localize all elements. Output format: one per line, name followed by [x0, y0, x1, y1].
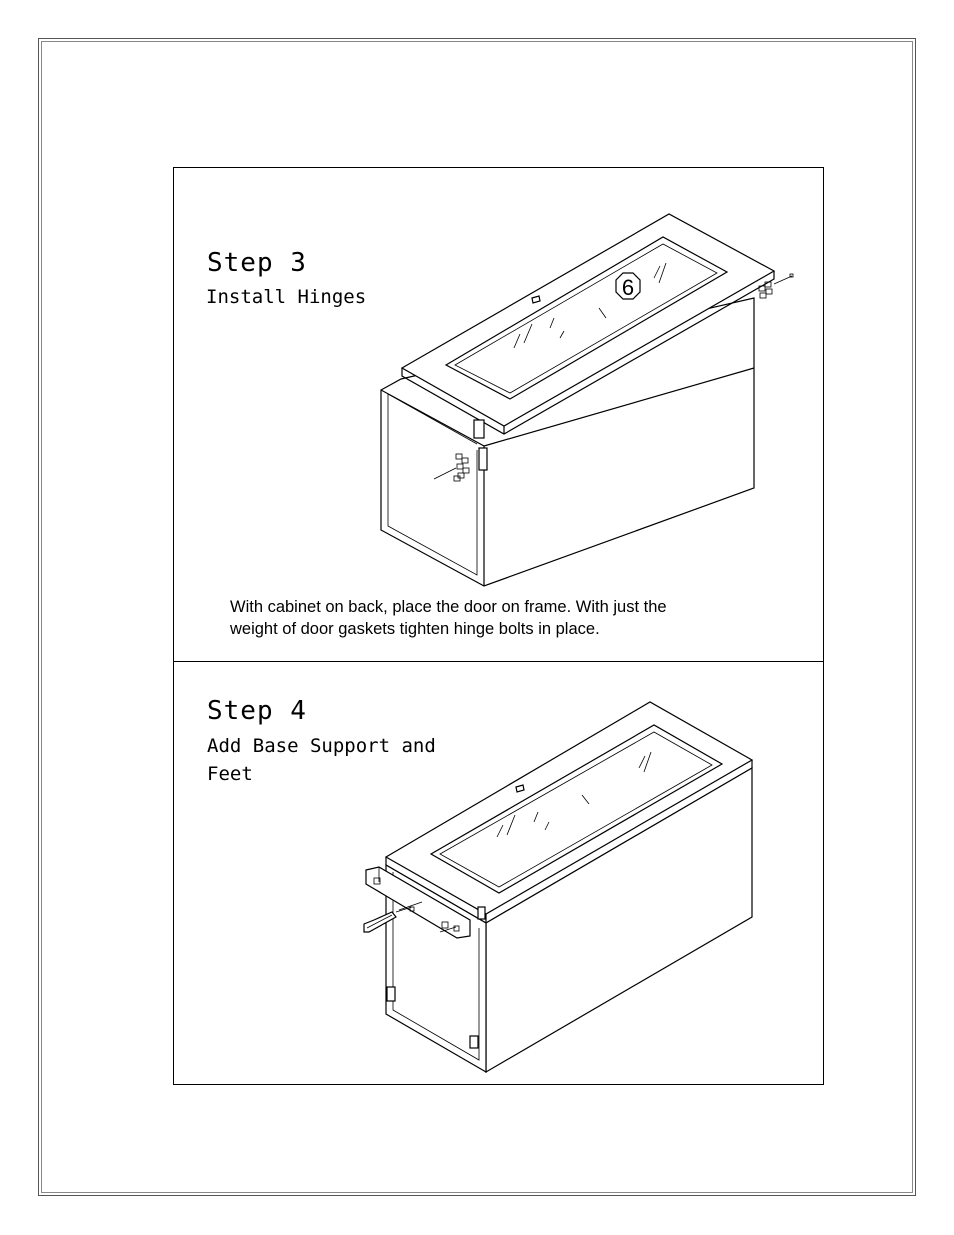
base-bolts: [398, 901, 457, 933]
callout-6-number: 6: [622, 275, 634, 300]
step-4-illustration: [363, 701, 754, 1074]
top-handle: [515, 784, 525, 793]
lower-bracket-right: [469, 1035, 479, 1049]
callout-6-badge: [615, 272, 641, 300]
door-glass: [444, 236, 729, 400]
step-3-illustration: 6: [380, 213, 794, 587]
step-4-panel: Step 4 Add Base Support and Feet: [173, 661, 824, 1085]
step-4-title: Step 4: [207, 696, 307, 726]
step-3-panel: Step 3 Install Hinges 6: [173, 167, 824, 663]
left-hinge-bolts: [433, 453, 470, 482]
lower-bracket-left: [386, 986, 396, 1002]
step-4-subtitle-line-1: Add Base Support and: [207, 735, 436, 757]
top-glass: [429, 724, 724, 894]
right-hinge-bolts: [758, 273, 794, 299]
step-3-instruction-line-2: weight of door gaskets tighten hinge bol…: [230, 620, 600, 638]
step-3-title: Step 3: [207, 248, 307, 278]
door-handle: [531, 295, 541, 304]
left-hinge: [473, 419, 485, 439]
page-border: [38, 38, 916, 1196]
step-3-instruction-line-1: With cabinet on back, place the door on …: [230, 598, 667, 616]
step-4-subtitle-line-2: Feet: [207, 763, 253, 785]
step-3-subtitle: Install Hinges: [206, 286, 367, 308]
